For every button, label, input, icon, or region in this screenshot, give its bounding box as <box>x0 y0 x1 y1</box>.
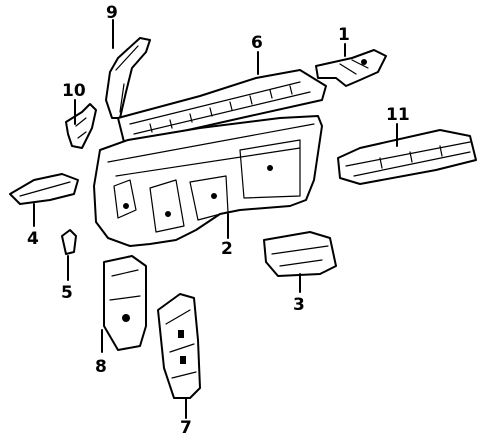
part-8-kick-panel <box>103 255 147 351</box>
callout-4: 4 <box>27 229 39 249</box>
callout-6: 6 <box>251 33 263 53</box>
callout-10: 10 <box>62 81 86 101</box>
part-3-floor-bracket <box>263 231 337 277</box>
part-7-hinge-pillar <box>157 293 201 399</box>
callout-5: 5 <box>61 283 73 303</box>
part-11-crossmember <box>337 129 477 185</box>
callout-labels: 1 2 3 4 5 6 7 8 9 10 11 <box>27 3 410 433</box>
callout-leaders <box>33 19 398 419</box>
part-10-bracket <box>65 103 97 149</box>
part-9-pillar <box>105 37 151 119</box>
callout-2: 2 <box>221 239 233 259</box>
callout-3: 3 <box>293 295 305 315</box>
callout-8: 8 <box>95 357 107 377</box>
part-2-dash-panel <box>93 115 323 247</box>
callout-9: 9 <box>106 3 118 23</box>
callout-7: 7 <box>180 418 192 433</box>
part-4-bracket <box>9 173 79 205</box>
callout-1: 1 <box>338 25 350 45</box>
callout-11: 11 <box>386 105 410 125</box>
part-5-clip <box>61 229 77 255</box>
part-1-bracket <box>315 49 387 87</box>
